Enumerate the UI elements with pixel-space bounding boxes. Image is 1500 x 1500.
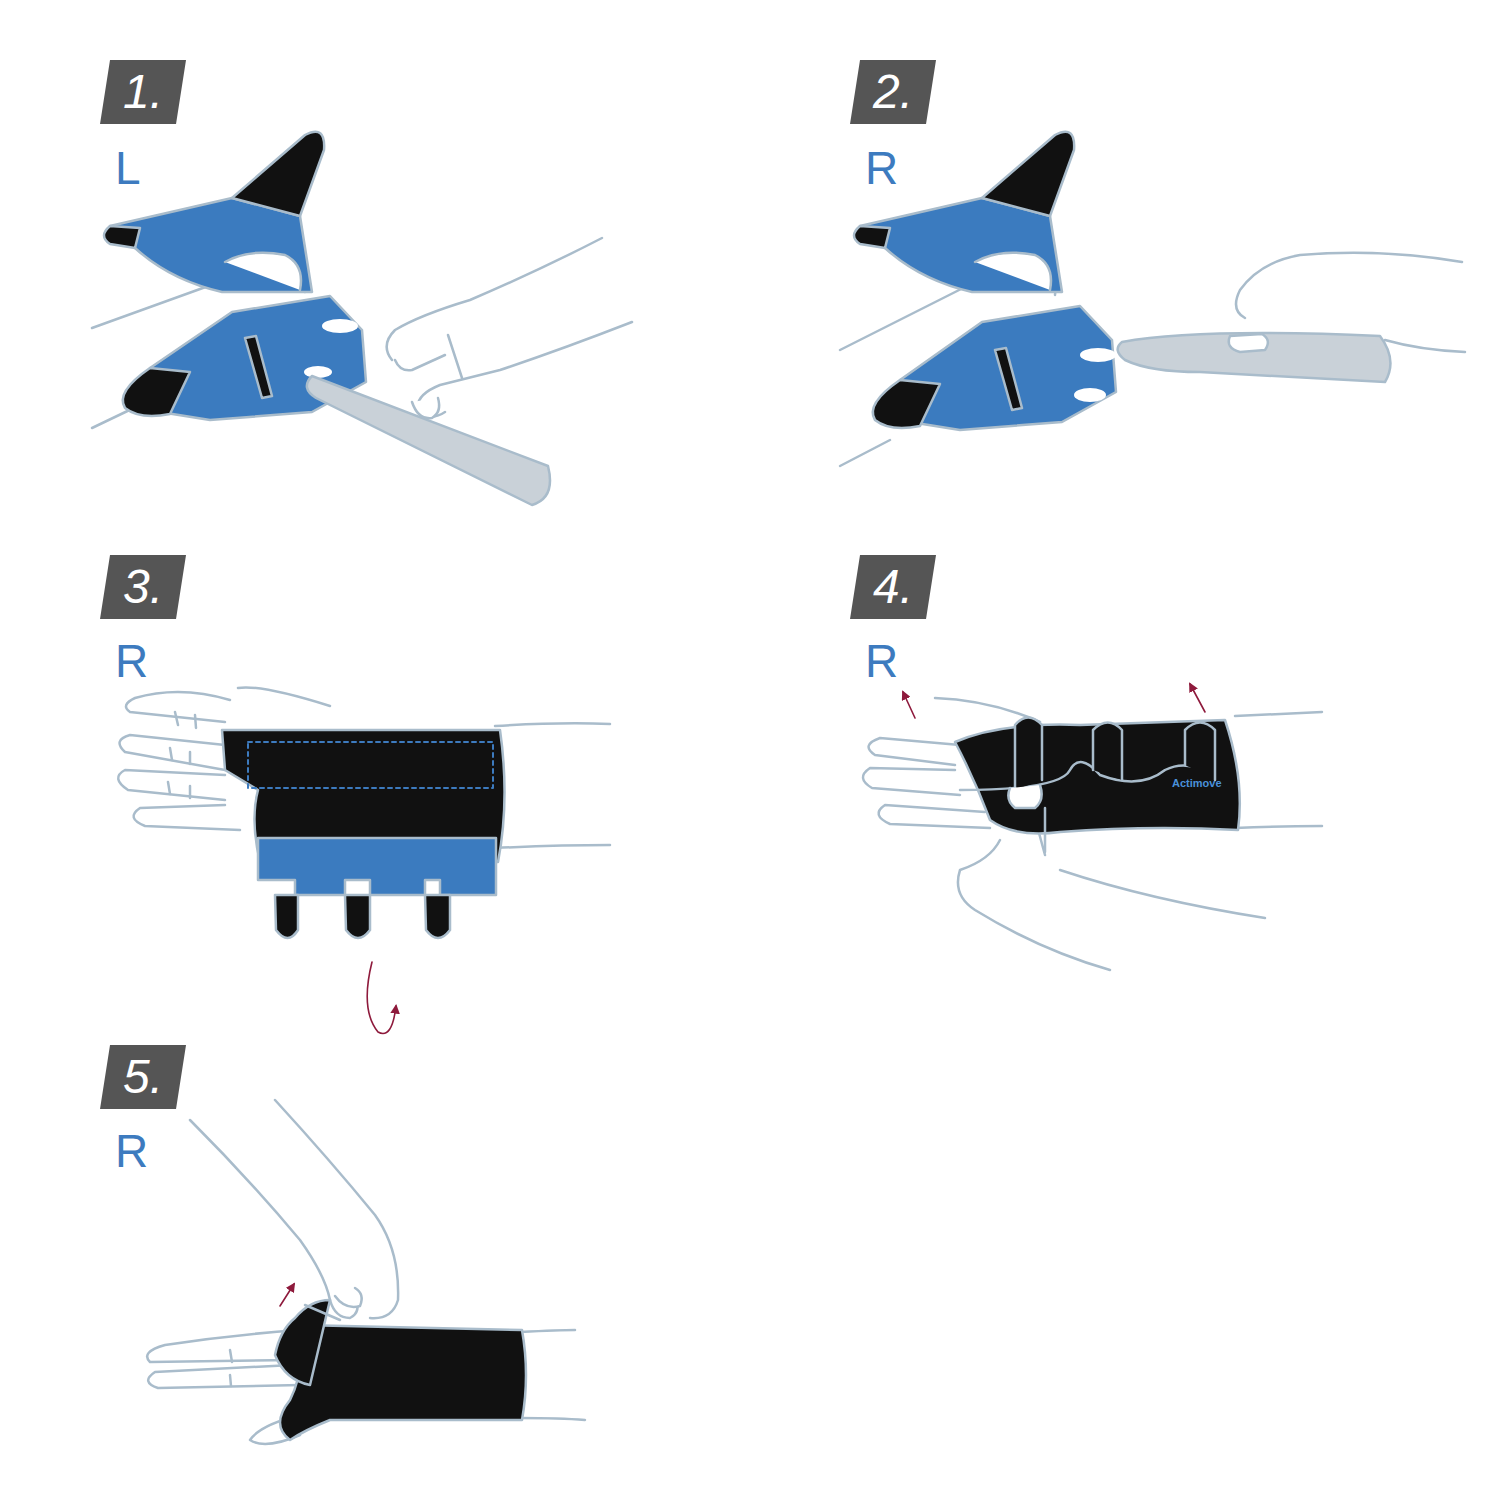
step-number-badge: 1.	[100, 60, 186, 124]
badge-parallelogram	[100, 60, 186, 124]
illustration-part	[425, 895, 450, 938]
illustration-part	[520, 1418, 585, 1420]
illustration-part	[335, 1288, 362, 1307]
illustration-part	[903, 692, 915, 718]
illustration-part	[230, 1350, 232, 1386]
illustration-part	[958, 840, 1110, 970]
illustration-part	[869, 738, 960, 765]
badge-parallelogram	[100, 1045, 186, 1109]
illustration-part	[280, 1284, 294, 1306]
illustration-part	[126, 692, 230, 722]
illustration-part	[495, 723, 610, 726]
panel-4-figure	[863, 698, 1322, 970]
illustration-part	[960, 762, 1205, 790]
illustration-part	[367, 962, 396, 1034]
step-number: 1.	[100, 68, 186, 116]
illustration-part	[1236, 253, 1462, 318]
panel-2-figure	[840, 252, 1465, 466]
illustration-part	[854, 226, 890, 248]
illustration-part	[1044, 808, 1047, 852]
side-letter: R	[865, 638, 898, 684]
step-number-badge: 5.	[100, 1045, 186, 1109]
illustration-part	[1190, 684, 1205, 712]
illustration-part	[1060, 870, 1265, 918]
illustration-part	[345, 895, 370, 938]
illustration-part	[395, 355, 445, 370]
illustration-part	[305, 1305, 340, 1320]
illustration-part	[879, 805, 990, 828]
illustration-part	[275, 1100, 398, 1318]
illustration-part	[1235, 712, 1322, 716]
side-letter: L	[115, 145, 141, 191]
step-number-badge: 3.	[100, 555, 186, 619]
side-letter: R	[115, 638, 148, 684]
illustration-part	[275, 895, 298, 938]
illustration-part	[520, 1330, 575, 1332]
illustration-part	[1093, 723, 1122, 781]
illustration-part	[982, 132, 1074, 216]
side-letter: R	[865, 145, 898, 191]
illustration-part	[148, 1365, 300, 1388]
illustration-part	[840, 440, 890, 466]
illustration-part	[118, 770, 225, 800]
illustration-part	[975, 253, 1051, 290]
panel-5-figure	[147, 1100, 585, 1444]
illustration-part	[863, 768, 960, 795]
illustration-part	[225, 253, 301, 290]
step-number: 2.	[850, 68, 936, 116]
illustration-part	[418, 322, 632, 417]
illustration-part	[322, 319, 358, 333]
step-number-badge: 4.	[850, 555, 936, 619]
illustration-part	[1015, 718, 1042, 791]
illustration-part	[168, 712, 196, 798]
illustration-part	[190, 1120, 330, 1300]
illustration-part	[245, 336, 272, 398]
badge-parallelogram	[850, 60, 936, 124]
illustration-part	[123, 368, 190, 416]
illustration-part	[387, 238, 602, 360]
step-number: 3.	[100, 563, 186, 611]
illustration-part	[232, 132, 324, 216]
illustration-part	[134, 805, 240, 830]
illustration-part	[1118, 333, 1391, 382]
illustration-part	[1080, 348, 1116, 362]
illustration-part	[412, 398, 439, 418]
brand-label: Actimove	[1172, 778, 1222, 789]
illustration-part	[104, 226, 140, 248]
illustration-part	[307, 376, 550, 505]
illustration-part	[1008, 785, 1041, 808]
step-number: 4.	[850, 563, 936, 611]
illustration-part	[120, 735, 225, 770]
illustration-part	[1235, 826, 1322, 828]
illustration-part	[258, 838, 496, 895]
illustration-part	[955, 720, 1240, 834]
badge-parallelogram	[850, 555, 936, 619]
side-letter: R	[115, 1128, 148, 1174]
illustration-part	[248, 742, 493, 788]
illustration-part	[448, 335, 462, 378]
illustration-part	[1074, 388, 1106, 402]
illustration-part	[238, 687, 330, 706]
illustration-part	[495, 845, 610, 848]
step-number: 5.	[100, 1053, 186, 1101]
step-number-badge: 2.	[850, 60, 936, 124]
illustration-part	[873, 380, 940, 428]
illustration-part	[1185, 723, 1215, 781]
illustration-part	[900, 306, 1116, 430]
illustration-part	[304, 366, 332, 378]
illustration-part	[92, 132, 1465, 1444]
badge-parallelogram	[100, 555, 186, 619]
illustration-part	[1229, 334, 1268, 352]
illustration-part	[995, 348, 1022, 410]
illustration-part	[1385, 340, 1465, 352]
